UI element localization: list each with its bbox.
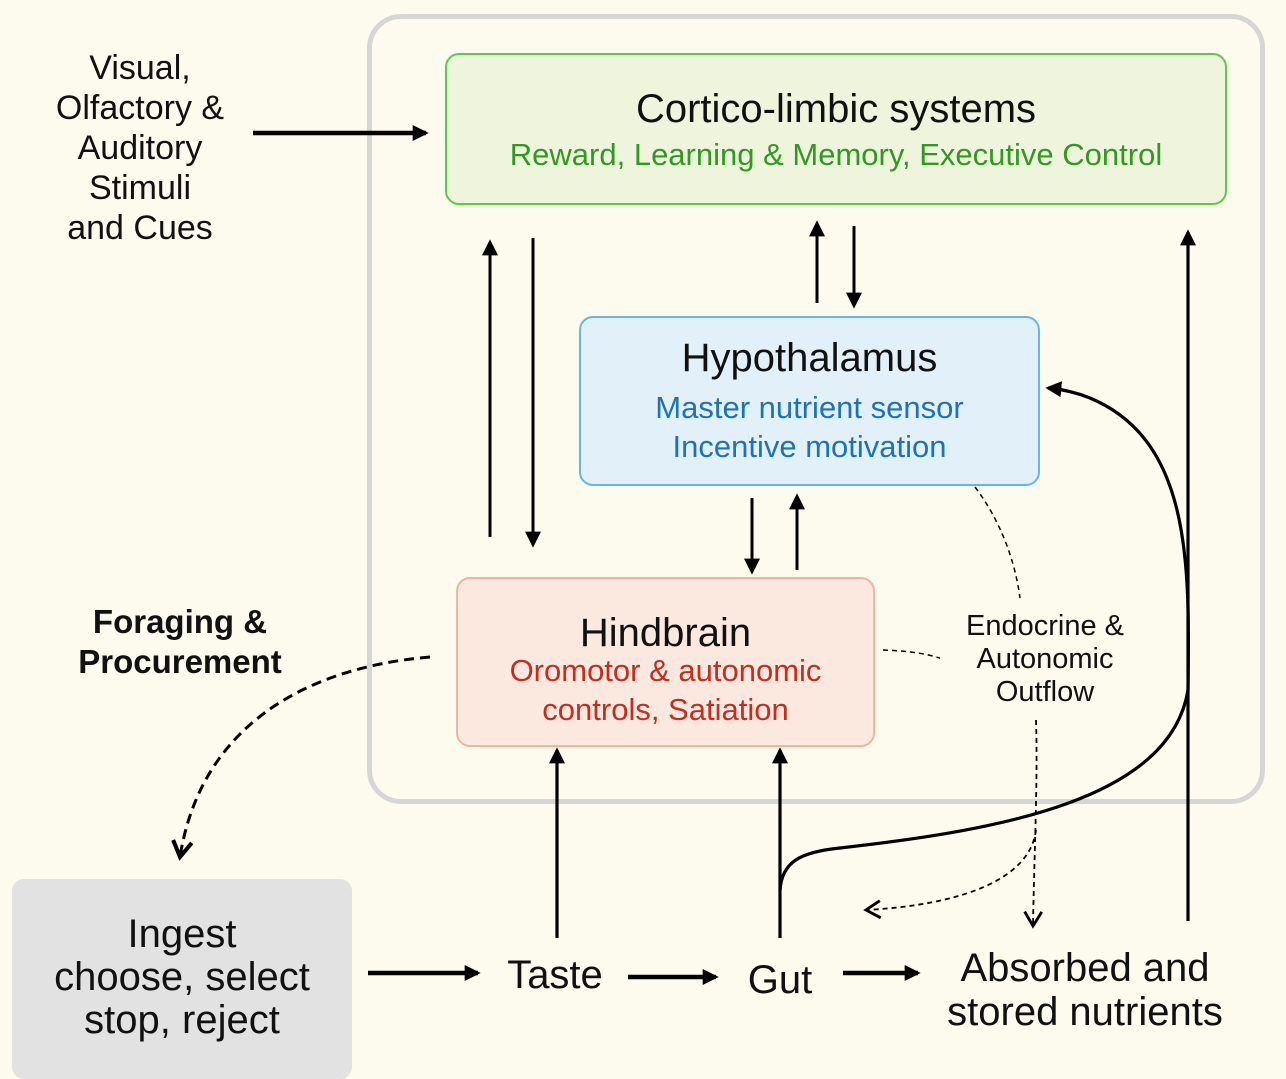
- absorbed-label: Absorbed and stored nutrients: [920, 946, 1250, 1034]
- ingest-line1: Ingest: [127, 912, 237, 956]
- ingest-line2: choose, select: [54, 955, 310, 999]
- ingest-box: [12, 879, 352, 1079]
- foraging-line1: Foraging &: [92, 603, 268, 640]
- endocrine-line3: Outflow: [995, 676, 1095, 708]
- hypothalamus-line2: Incentive motivation: [672, 428, 947, 464]
- hindbrain-box: Hindbrain Oromotor & autonomic controls,…: [456, 577, 875, 747]
- stimuli-line: Auditory: [77, 129, 203, 167]
- endocrine-label: Endocrine & Autonomic Outflow: [940, 610, 1150, 709]
- taste-label: Taste: [507, 953, 603, 997]
- dashed-hindbrain-to-endocrine: [882, 649, 946, 661]
- cortico-title: Cortico-limbic systems: [635, 87, 1037, 131]
- arrow-layer: [0, 125, 1196, 985]
- absorbed-line2: stored nutrients: [947, 990, 1223, 1034]
- stimuli-line: Olfactory &: [55, 89, 225, 127]
- foraging-line2: Procurement: [78, 643, 282, 680]
- stimuli-line: Stimuli: [88, 169, 192, 207]
- connector-gut-to-right: [778, 689, 1190, 891]
- ingest-label: Ingest choose, select stop, reject: [12, 913, 352, 1042]
- hindbrain-title: Hindbrain: [579, 611, 752, 655]
- arrow-endocrine-to-nutrients: [1023, 719, 1044, 929]
- endocrine-line2: Autonomic: [976, 643, 1114, 675]
- brain-system-container: [367, 14, 1265, 804]
- stimuli-label: Visual, Olfactory & Auditory Stimuli and…: [30, 48, 250, 248]
- ingest-line3: stop, reject: [84, 998, 280, 1042]
- stimuli-line: Visual,: [89, 49, 191, 87]
- foraging-label: Foraging & Procurement: [50, 602, 310, 682]
- stimuli-line: and Cues: [67, 209, 213, 247]
- hindbrain-line2: controls, Satiation: [542, 691, 789, 727]
- arrow-foraging-dashed: [180, 655, 431, 857]
- arrow-curve-to-hypothalamus: [1045, 381, 1191, 691]
- diagram-canvas: Cortico-limbic systems Reward, Learning …: [0, 14, 1265, 1079]
- hypothalamus-box: Hypothalamus Master nutrient sensor Ince…: [579, 316, 1040, 486]
- hindbrain-line1: Oromotor & autonomic: [509, 653, 822, 688]
- hypothalamus-title: Hypothalamus: [681, 336, 938, 380]
- dashed-hypothalamus-to-endocrine: [974, 486, 1021, 599]
- gut-label: Gut: [747, 958, 813, 1002]
- cortico-subtitle: Reward, Learning & Memory, Executive Con…: [509, 137, 1163, 172]
- endocrine-line1: Endocrine &: [966, 610, 1124, 642]
- cortico-limbic-box: Cortico-limbic systems Reward, Learning …: [445, 53, 1227, 205]
- hypothalamus-line1: Master nutrient sensor: [655, 390, 964, 425]
- absorbed-line1: Absorbed and: [960, 946, 1210, 990]
